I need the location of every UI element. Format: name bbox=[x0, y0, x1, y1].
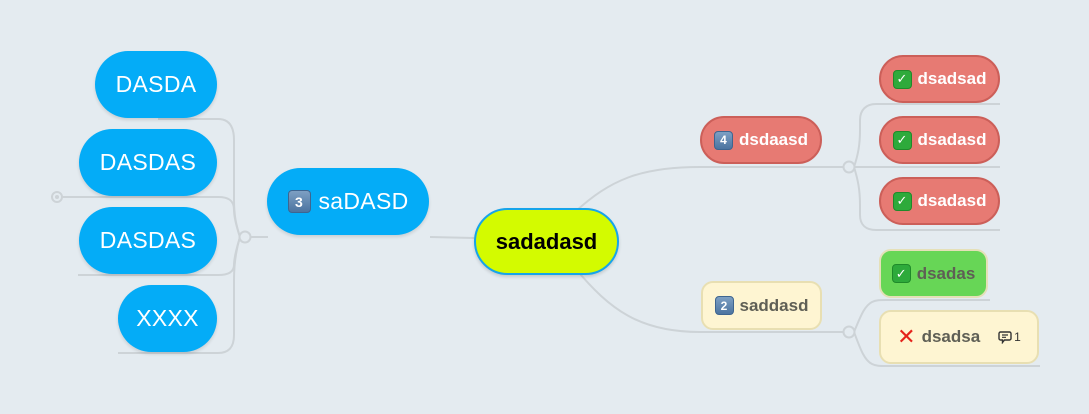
subtopic-label: DASDAS bbox=[99, 149, 197, 175]
subtopic-dasdas-2[interactable]: DASDAS bbox=[79, 207, 217, 274]
cross-icon: ✕ bbox=[897, 324, 916, 349]
priority-3-icon: 3 bbox=[287, 190, 311, 213]
topic-label: dsdaasd bbox=[739, 130, 808, 149]
subtopic-dasda[interactable]: DASDA bbox=[95, 51, 217, 118]
subtopic-label: DASDAS bbox=[99, 227, 197, 253]
subtopic-dsadsa[interactable]: ✕ dsadsa 1 bbox=[879, 310, 1039, 364]
topic-label: saDASD bbox=[318, 188, 409, 214]
subtopic-label: dsadsa bbox=[921, 327, 981, 346]
topic-saddasd[interactable]: 2 saddasd bbox=[701, 281, 822, 330]
topic-saDASD[interactable]: 3 saDASD bbox=[267, 168, 429, 235]
subtopic-dsadas[interactable]: ✓ dsadas bbox=[879, 249, 988, 298]
subtopic-xxxx[interactable]: XXXX bbox=[118, 285, 217, 352]
comment-indicator[interactable]: 1 bbox=[998, 330, 1021, 344]
comment-icon bbox=[998, 331, 1012, 344]
check-icon: ✓ bbox=[892, 191, 912, 211]
check-icon: ✓ bbox=[892, 69, 912, 89]
subtopic-label: dsadas bbox=[916, 263, 976, 283]
subtopic-label: dsadasd bbox=[917, 191, 987, 210]
subtopic-label: dsadsad bbox=[917, 69, 987, 88]
priority-2-icon: 2 bbox=[714, 296, 734, 315]
check-icon: ✓ bbox=[892, 130, 912, 150]
subtopic-dsadasd-1[interactable]: ✓ dsadasd bbox=[879, 116, 1000, 164]
central-topic-label: sadadasd bbox=[495, 228, 598, 254]
priority-4-icon: 4 bbox=[714, 130, 733, 150]
topic-dsdaasd[interactable]: 4 dsdaasd bbox=[700, 116, 822, 164]
comment-count: 1 bbox=[1014, 330, 1021, 344]
collapse-toggle[interactable] bbox=[50, 190, 64, 204]
subtopic-label: dsadasd bbox=[917, 130, 987, 149]
central-topic[interactable]: sadadasd bbox=[474, 208, 619, 275]
subtopic-label: XXXX bbox=[136, 305, 199, 331]
topic-label: saddasd bbox=[739, 295, 809, 315]
subtopic-dasdas-1[interactable]: DASDAS bbox=[79, 129, 217, 196]
check-icon: ✓ bbox=[891, 264, 911, 283]
subtopic-label: DASDA bbox=[115, 71, 197, 97]
subtopic-dsadasd-2[interactable]: ✓ dsadasd bbox=[879, 177, 1000, 225]
subtopic-dsadsad[interactable]: ✓ dsadsad bbox=[879, 55, 1000, 103]
